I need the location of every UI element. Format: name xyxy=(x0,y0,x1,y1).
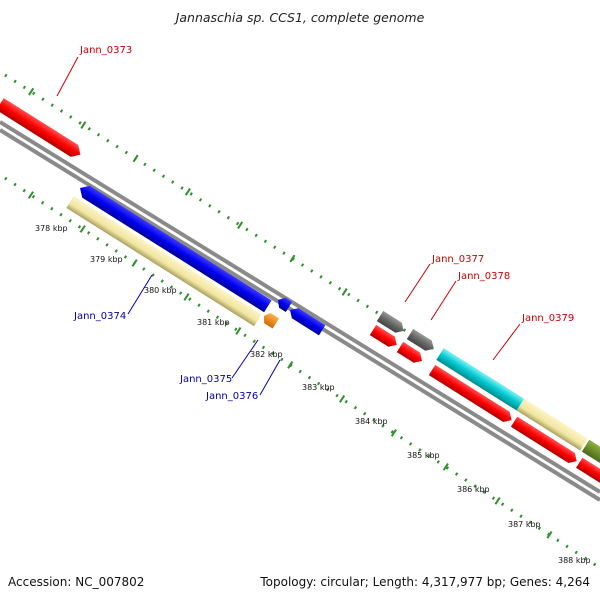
map-title: Jannaschia sp. CCS1, complete genome xyxy=(175,10,425,25)
inner-major-tick-6 xyxy=(339,395,346,403)
outer-major-tick-0 xyxy=(28,87,35,96)
inner-major-tick-4 xyxy=(235,327,242,335)
scale-label-385: 385 kbp xyxy=(407,451,440,460)
outer-major-tick-6 xyxy=(341,288,348,296)
gene-jann-0373[interactable] xyxy=(0,98,84,160)
inner-major-tick-9 xyxy=(494,496,501,505)
scale-label-386: 386 kbp xyxy=(457,485,490,494)
gene-red-a[interactable] xyxy=(369,324,400,350)
accession-label: Accession: NC_007802 xyxy=(8,575,145,589)
label-jann-0375[interactable]: Jann_0375 xyxy=(179,374,232,385)
gene-blue-small[interactable] xyxy=(275,295,293,313)
scale-label-380: 380 kbp xyxy=(144,286,177,295)
genome-summary: Topology: circular; Length: 4,317,977 bp… xyxy=(260,575,590,589)
outer-major-tick-5 xyxy=(289,254,296,263)
outer-major-tick-2 xyxy=(132,154,139,163)
label-jann-0378[interactable]: Jann_0378 xyxy=(457,271,510,282)
gene-cream-right[interactable] xyxy=(516,398,588,451)
inner-major-tick-8 xyxy=(442,463,449,471)
gene-red-e[interactable] xyxy=(576,457,600,485)
scale-label-383: 383 kbp xyxy=(302,383,335,392)
gene-olive[interactable] xyxy=(581,439,600,468)
scale-label-387: 387 kbp xyxy=(508,520,541,529)
leader-jann-0378 xyxy=(430,280,457,321)
gene-jann-0375[interactable] xyxy=(261,311,280,329)
leader-jann-0376 xyxy=(259,359,281,396)
inner-major-tick-3 xyxy=(183,293,190,301)
outer-major-tick-4 xyxy=(237,221,244,230)
leader-jann-0379 xyxy=(492,323,521,361)
gene-jann-0377[interactable] xyxy=(376,310,407,336)
outer-tick-track xyxy=(4,73,600,457)
scale-label-381: 381 kbp xyxy=(197,318,230,327)
gene-jann-0378[interactable] xyxy=(406,328,437,354)
inner-major-tick-7 xyxy=(390,429,397,437)
inner-major-tick-2 xyxy=(131,259,138,267)
gene-red-d[interactable] xyxy=(510,416,580,467)
inner-major-tick-10 xyxy=(546,530,553,539)
inner-major-tick-1 xyxy=(79,225,86,233)
scale-label-382: 382 kbp xyxy=(250,350,283,359)
gene-jann-0379[interactable] xyxy=(436,348,525,411)
label-jann-0374[interactable]: Jann_0374 xyxy=(73,311,126,322)
scale-label-378: 378 kbp xyxy=(35,224,68,233)
outer-major-tick-3 xyxy=(184,187,191,196)
inner-tick-track xyxy=(4,176,600,570)
scale-label-384: 384 kbp xyxy=(355,417,388,426)
gene-jann-0376[interactable] xyxy=(287,305,326,336)
gene-blue-long[interactable] xyxy=(76,182,272,313)
inner-major-tick-0 xyxy=(27,191,34,199)
outer-major-tick-1 xyxy=(80,121,87,129)
label-jann-0377[interactable]: Jann_0377 xyxy=(431,254,484,265)
gene-jann-0374[interactable] xyxy=(66,196,262,327)
gene-red-c[interactable] xyxy=(428,364,515,425)
leader-jann-0373 xyxy=(56,56,79,97)
leader-jann-0374 xyxy=(127,274,153,315)
backbone-outer xyxy=(0,120,600,494)
scale-label-388: 388 kbp xyxy=(558,556,591,565)
scale-label-379: 379 kbp xyxy=(90,255,123,264)
label-jann-0373[interactable]: Jann_0373 xyxy=(79,45,132,56)
inner-major-tick-5 xyxy=(287,361,294,369)
gene-red-b[interactable] xyxy=(396,341,425,366)
label-jann-0379[interactable]: Jann_0379 xyxy=(521,313,574,324)
leader-jann-0375 xyxy=(231,339,259,379)
leader-jann-0377 xyxy=(404,263,431,303)
label-jann-0376[interactable]: Jann_0376 xyxy=(205,391,258,402)
